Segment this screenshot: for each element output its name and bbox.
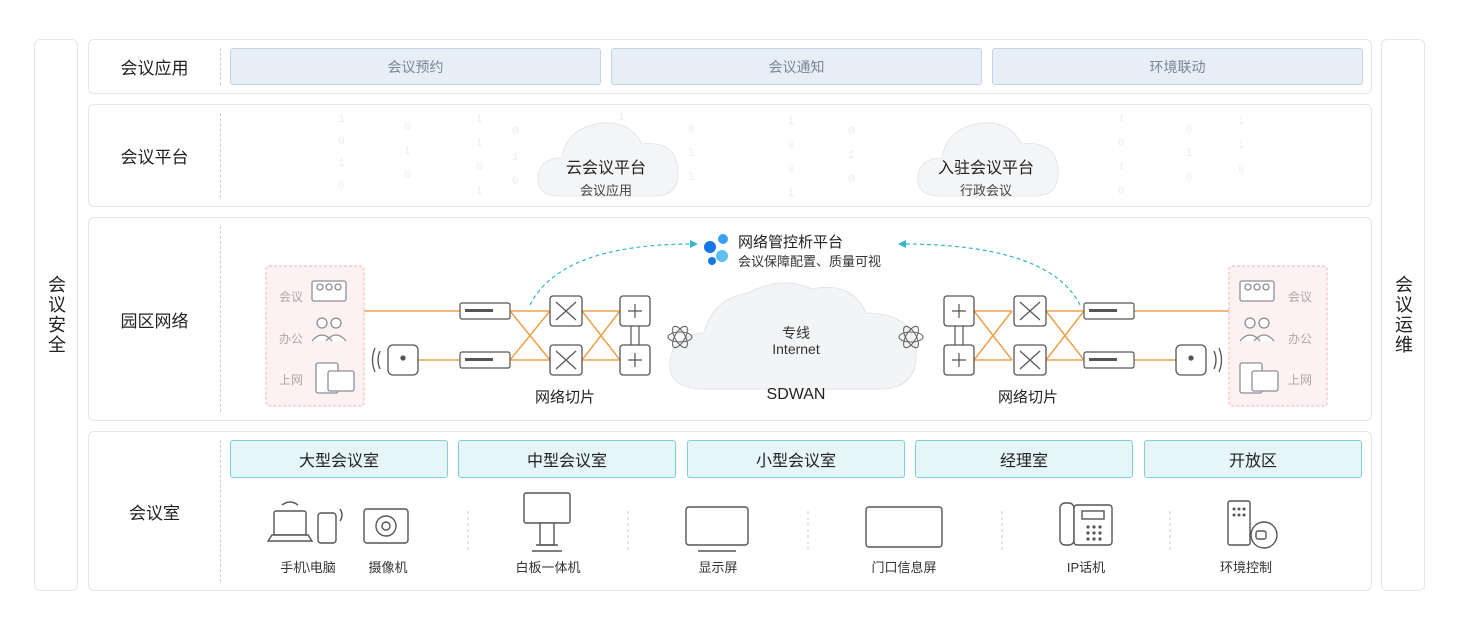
hosted-meeting-title: 入驻会议平台 xyxy=(937,160,1034,177)
device-door-screen: 门口信息屏 xyxy=(871,560,937,575)
zone-office-right: 办公 xyxy=(1288,332,1313,346)
svg-text:0: 0 xyxy=(788,164,795,176)
platform-layer: 会议平台 xyxy=(88,104,1372,207)
svg-text:1: 1 xyxy=(512,152,519,164)
cloud-line2: Internet xyxy=(772,341,820,357)
svg-text:1: 1 xyxy=(848,150,855,162)
svg-text:1: 1 xyxy=(688,172,695,184)
svg-text:1: 1 xyxy=(1118,162,1125,174)
svg-text:1: 1 xyxy=(788,188,795,200)
svg-text:1: 1 xyxy=(338,158,345,170)
mgmt-platform-title: 网络管控析平台 xyxy=(738,234,844,251)
room-large: 大型会议室 xyxy=(230,440,448,478)
svg-text:1: 1 xyxy=(476,138,483,150)
sdwan-label: SDWAN xyxy=(766,386,826,403)
cloud-meeting-platform: 云会议平台 会议应用 xyxy=(526,154,686,199)
operations-panel: 会议运维 xyxy=(1381,39,1425,591)
room-medium: 中型会议室 xyxy=(458,440,676,478)
row-divider xyxy=(220,113,221,198)
device-camera: 摄像机 xyxy=(368,560,408,575)
svg-text:0: 0 xyxy=(688,124,695,136)
app-layer: 会议应用 会议预约 会议通知 环境联动 xyxy=(88,39,1372,94)
svg-text:1: 1 xyxy=(618,112,625,124)
svg-text:1: 1 xyxy=(404,146,411,158)
svg-text:0: 0 xyxy=(1118,186,1125,198)
room-devices xyxy=(266,492,1278,553)
device-phone-pc: 手机\电脑 xyxy=(280,560,336,575)
row-divider xyxy=(220,48,221,85)
row-divider xyxy=(220,440,221,582)
svg-text:1: 1 xyxy=(1118,114,1125,126)
svg-text:1: 1 xyxy=(1238,116,1245,128)
room-layer-label: 会议室 xyxy=(129,503,180,523)
app-item-notice: 会议通知 xyxy=(611,48,982,85)
svg-text:0: 0 xyxy=(338,180,345,192)
platform-layer-label: 会议平台 xyxy=(120,148,189,167)
cloud-meeting-sub: 会议应用 xyxy=(579,183,632,198)
device-whiteboard: 白板一体机 xyxy=(515,560,581,575)
svg-text:1: 1 xyxy=(788,116,795,128)
room-open-area: 开放区 xyxy=(1144,440,1362,478)
zone-meeting-right: 会议 xyxy=(1288,290,1313,304)
cloud-line1: 专线 xyxy=(782,325,810,341)
svg-text:1: 1 xyxy=(1186,148,1193,160)
zone-internet-left: 上网 xyxy=(279,373,304,387)
cloud-meeting-cloud xyxy=(537,122,679,197)
device-env-control: 环境控制 xyxy=(1219,560,1272,575)
slice-label-right: 网络切片 xyxy=(997,389,1058,406)
network-topology xyxy=(265,234,1328,407)
room-small: 小型会议室 xyxy=(687,440,905,478)
security-label: 会议安全 xyxy=(46,275,66,355)
svg-text:1: 1 xyxy=(476,186,483,198)
svg-text:0: 0 xyxy=(1238,164,1245,176)
app-item-env-link: 环境联动 xyxy=(992,48,1363,85)
svg-text:0: 0 xyxy=(788,140,795,152)
zone-internet-right: 上网 xyxy=(1288,373,1313,387)
svg-text:0: 0 xyxy=(338,136,345,148)
svg-text:0: 0 xyxy=(1186,124,1193,136)
device-display: 显示屏 xyxy=(698,560,738,575)
svg-text:0: 0 xyxy=(404,122,411,134)
hosted-meeting-sub: 行政会议 xyxy=(959,183,1012,198)
device-ip-phone: IP话机 xyxy=(1066,560,1106,575)
svg-text:0: 0 xyxy=(848,126,855,138)
svg-text:0: 0 xyxy=(512,176,519,188)
hosted-meeting-platform: 入驻会议平台 行政会议 xyxy=(906,154,1066,199)
network-layer-label: 园区网络 xyxy=(120,311,189,331)
app-item-booking: 会议预约 xyxy=(230,48,601,85)
svg-text:0: 0 xyxy=(476,162,483,174)
mgmt-platform-sub: 会议保障配置、质量可视 xyxy=(738,254,882,269)
svg-text:0: 0 xyxy=(848,174,855,186)
svg-text:1: 1 xyxy=(1238,140,1245,152)
svg-text:0: 0 xyxy=(1186,172,1193,184)
svg-text:1: 1 xyxy=(476,114,483,126)
app-layer-label: 会议应用 xyxy=(120,59,189,78)
zone-meeting-left: 会议 xyxy=(279,290,304,304)
svg-text:0: 0 xyxy=(512,126,519,138)
svg-text:1: 1 xyxy=(688,148,695,160)
cloud-meeting-title: 云会议平台 xyxy=(565,160,646,177)
hosted-meeting-cloud xyxy=(917,122,1059,197)
svg-text:1: 1 xyxy=(338,114,345,126)
row-divider xyxy=(220,226,221,412)
svg-text:0: 0 xyxy=(404,170,411,182)
operations-label: 会议运维 xyxy=(1393,275,1413,355)
slice-label-left: 网络切片 xyxy=(534,389,595,406)
security-panel: 会议安全 xyxy=(34,39,78,591)
room-manager: 经理室 xyxy=(915,440,1133,478)
zone-office-left: 办公 xyxy=(279,332,304,346)
svg-text:0: 0 xyxy=(1118,138,1125,150)
